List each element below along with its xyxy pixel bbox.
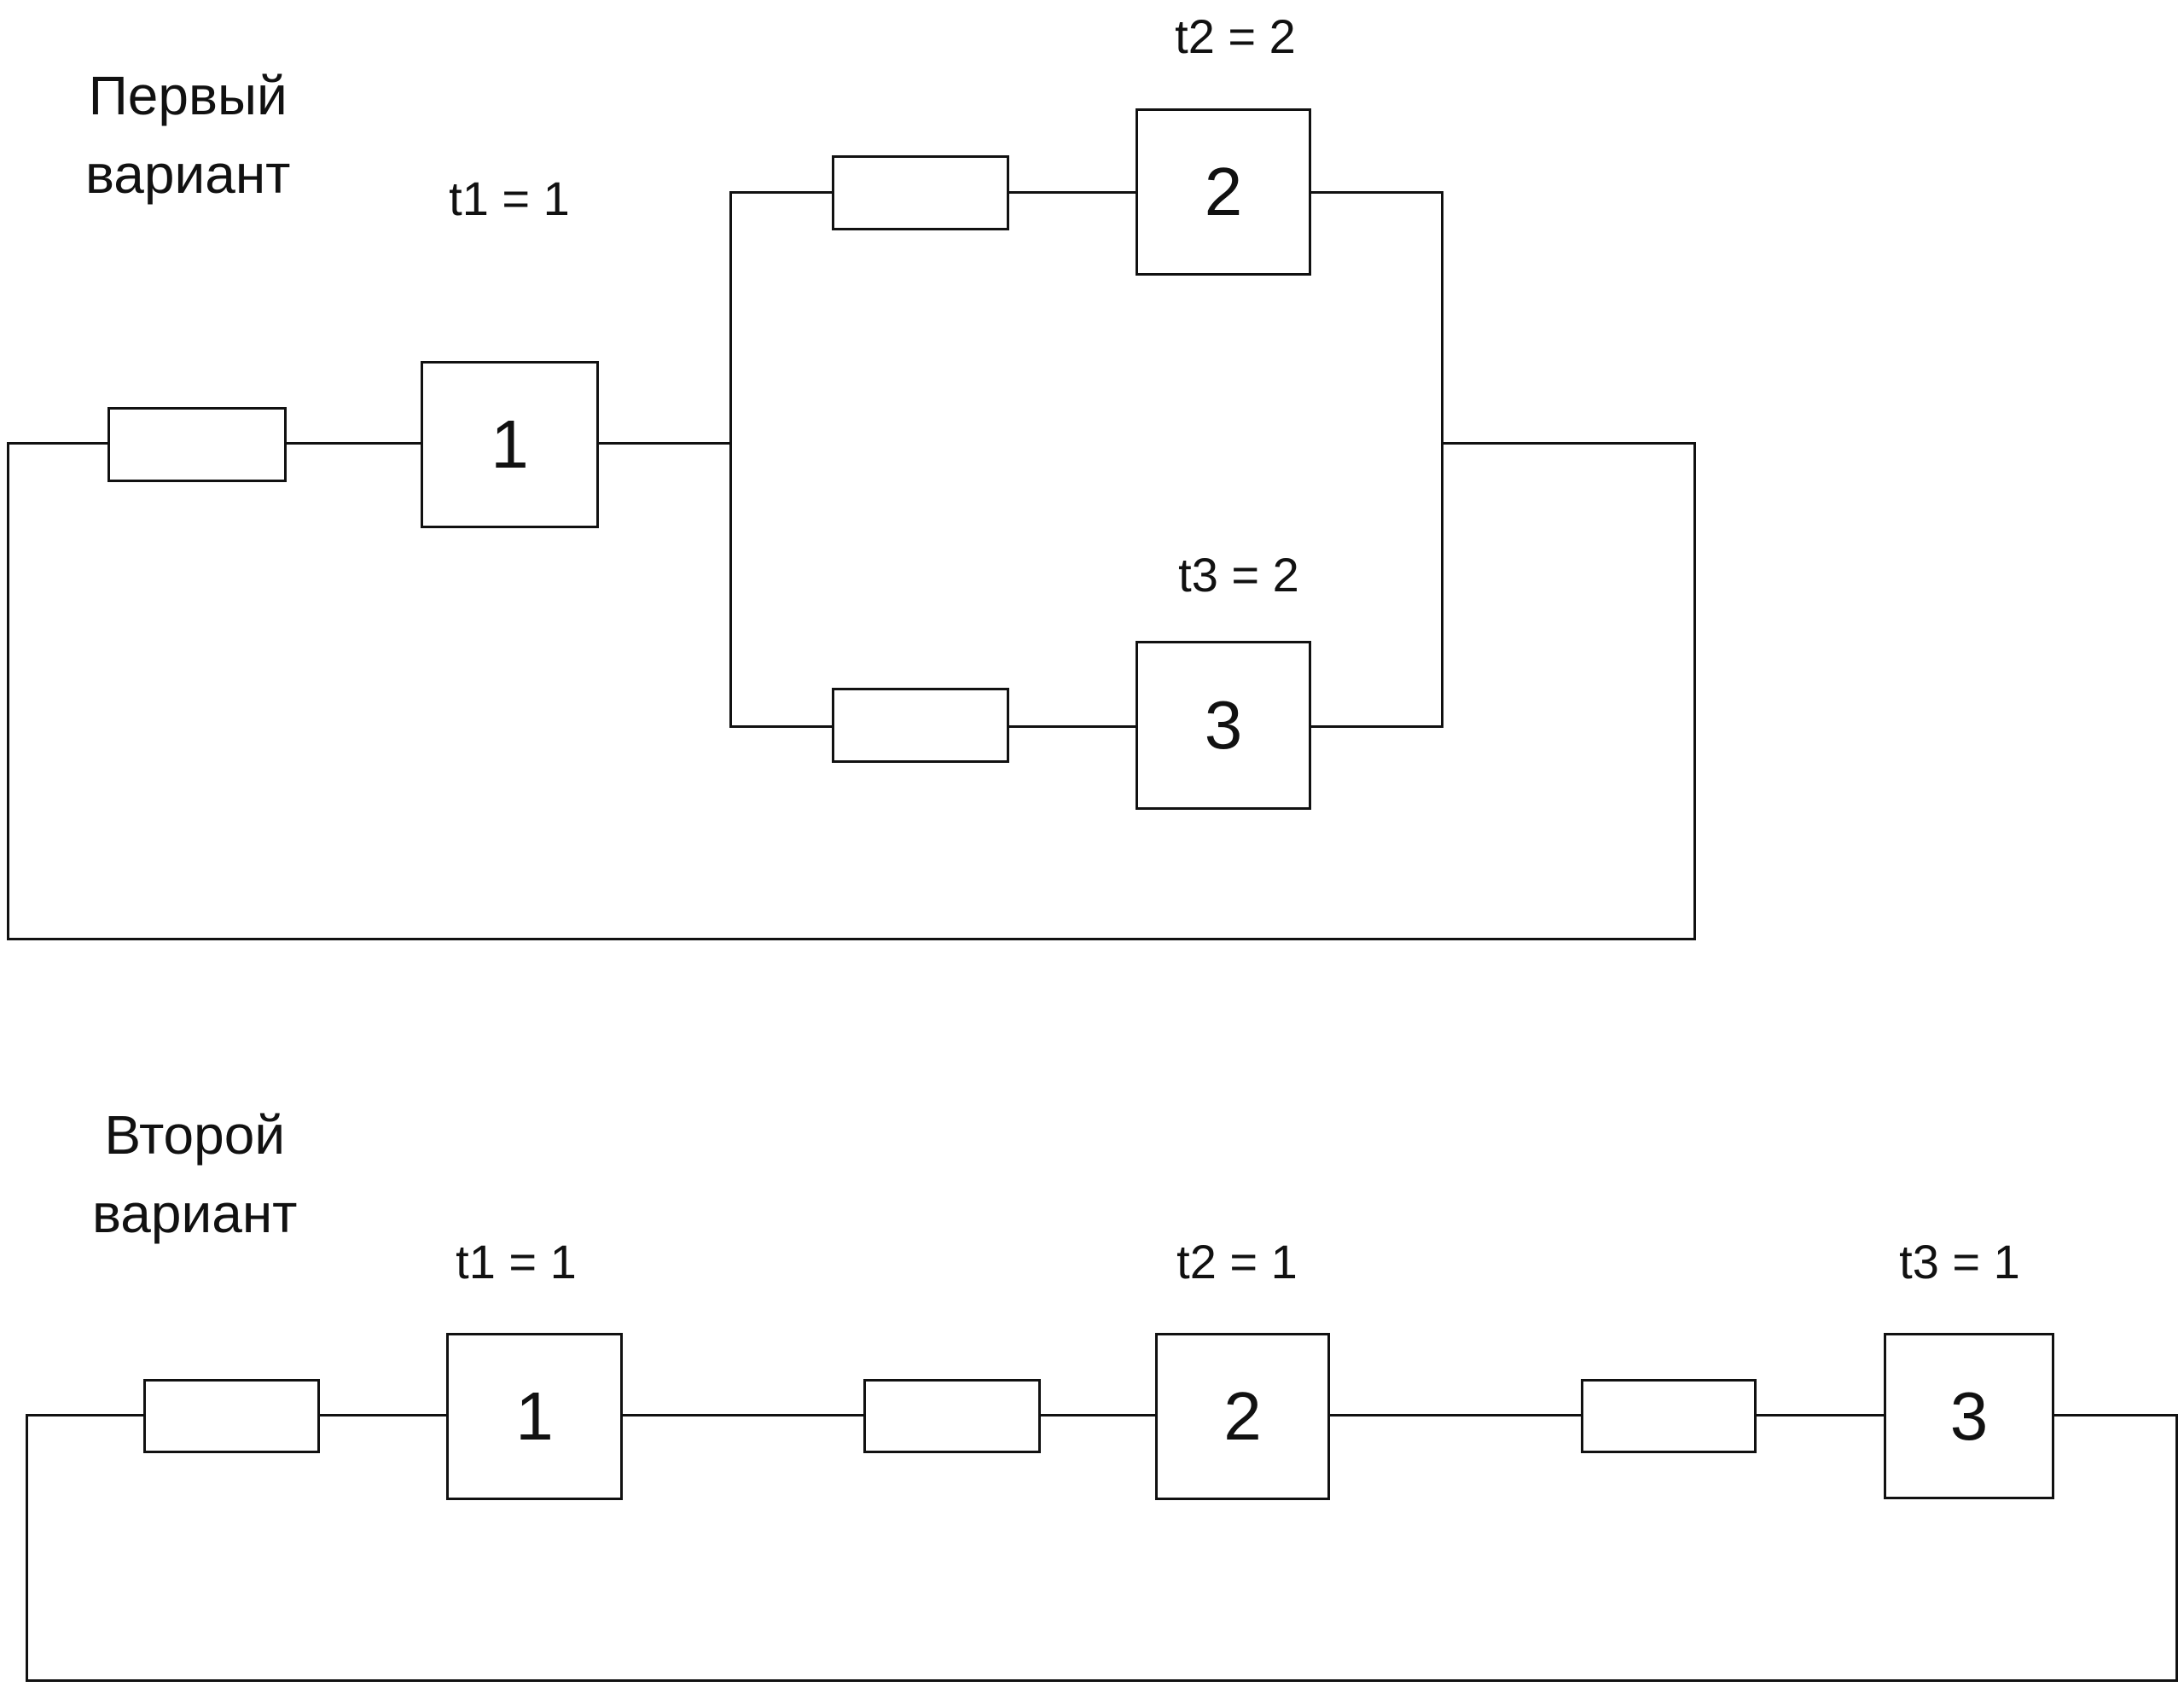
variant2-block-3: 3 xyxy=(1884,1333,2054,1499)
variant1-top-branch-wire-1 xyxy=(729,191,834,194)
variant1-input-wire-1 xyxy=(7,442,109,445)
variant2-input-rect xyxy=(143,1379,320,1453)
variant2-block-3-label: 3 xyxy=(1949,1377,1989,1454)
variant2-title: Второй вариант xyxy=(92,1096,297,1253)
variant1-t2-label: t2 = 2 xyxy=(1175,9,1296,63)
variant1-right-vertical-wire xyxy=(1693,442,1696,940)
variant2-bottom-wire xyxy=(26,1679,2178,1682)
variant1-block-1: 1 xyxy=(421,361,599,528)
variant2-series-wire-6 xyxy=(1755,1414,1885,1416)
variant1-block-3: 3 xyxy=(1136,641,1311,810)
variant1-join-vertical-wire xyxy=(1441,191,1443,728)
variant2-left-vertical-wire xyxy=(26,1414,28,1682)
variant2-mid-rect-1 xyxy=(863,1379,1041,1453)
variant1-title: Первый вариант xyxy=(85,56,290,213)
variant1-bottom-branch-wire-3 xyxy=(1309,725,1443,728)
variant2-t2-label: t2 = 1 xyxy=(1176,1235,1298,1289)
variant2-title-line1: Второй xyxy=(104,1104,286,1166)
variant1-top-branch-wire-3 xyxy=(1309,191,1443,194)
variant2-title-line2: вариант xyxy=(92,1183,298,1244)
variant1-t3-label: t3 = 2 xyxy=(1178,548,1299,602)
variant2-series-wire-4 xyxy=(1039,1414,1157,1416)
variant2-block-1-label: 1 xyxy=(515,1378,554,1454)
variant1-title-line2: вариант xyxy=(85,143,291,205)
variant2-mid-rect-2 xyxy=(1581,1379,1757,1453)
variant1-title-line1: Первый xyxy=(88,65,288,126)
variant1-block-1-label: 1 xyxy=(491,406,529,482)
variant1-bottom-branch-wire-2 xyxy=(1007,725,1137,728)
variant1-block-3-label: 3 xyxy=(1204,687,1243,763)
variant2-t3-label: t3 = 1 xyxy=(1899,1235,2020,1289)
variant1-bottom-branch-wire-1 xyxy=(729,725,834,728)
variant1-input-rect xyxy=(107,407,287,482)
variant2-right-vertical-wire xyxy=(2175,1414,2178,1682)
variant2-series-wire-5 xyxy=(1328,1414,1583,1416)
variant2-series-wire-7 xyxy=(2051,1414,2178,1416)
variant1-top-branch-wire-2 xyxy=(1007,191,1137,194)
variant1-t1-label: t1 = 1 xyxy=(449,172,570,225)
variant1-left-vertical-wire xyxy=(7,442,9,940)
variant2-block-2: 2 xyxy=(1155,1333,1330,1500)
variant2-series-wire-2 xyxy=(318,1414,448,1416)
variant2-series-wire-1 xyxy=(26,1414,145,1416)
variant1-bottom-wire xyxy=(7,938,1696,940)
variant2-block-2-label: 2 xyxy=(1223,1378,1262,1454)
variant1-top-branch-rect xyxy=(832,155,1009,230)
variant1-block-2-label: 2 xyxy=(1204,154,1243,230)
variant1-output-wire xyxy=(1441,442,1696,445)
variant1-input-wire-2 xyxy=(285,442,421,445)
variant2-series-wire-3 xyxy=(621,1414,865,1416)
variant1-block-2: 2 xyxy=(1136,108,1311,276)
variant1-split-vertical-wire xyxy=(729,191,732,728)
variant2-t1-label: t1 = 1 xyxy=(456,1235,577,1289)
variant2-block-1: 1 xyxy=(446,1333,623,1500)
variant1-input-wire-3 xyxy=(597,442,732,445)
variant1-bottom-branch-rect xyxy=(832,688,1009,763)
